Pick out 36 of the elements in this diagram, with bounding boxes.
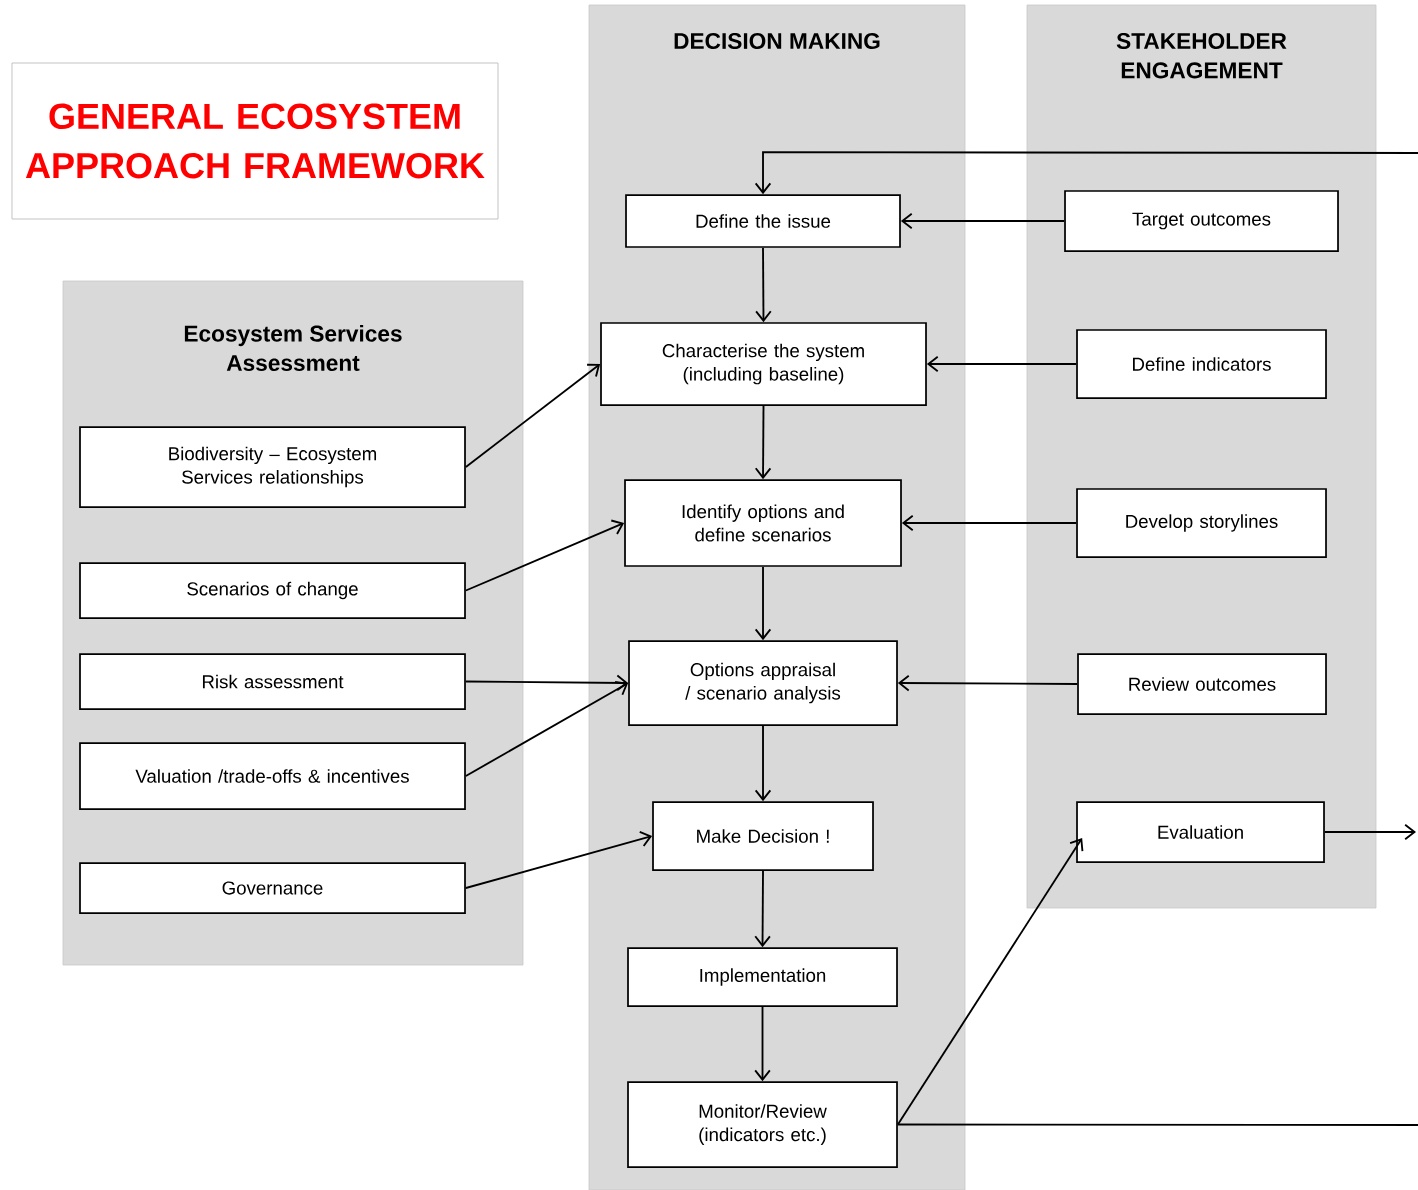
arrow xyxy=(1323,823,1416,841)
process-box: Scenarios of change xyxy=(79,562,466,619)
arrow xyxy=(754,869,771,948)
arrow xyxy=(897,674,1079,692)
process-box: Target outcomes xyxy=(1064,190,1339,252)
process-box: Evaluation xyxy=(1076,801,1325,863)
process-box: Monitor/Review (indicators etc.) xyxy=(627,1081,898,1168)
arrow xyxy=(901,514,1078,532)
process-box: Review outcomes xyxy=(1077,653,1327,715)
title-box: GENERAL ECOSYSTEM APPROACH FRAMEWORK xyxy=(11,62,499,220)
arrow xyxy=(464,830,653,889)
process-box: Identify options and define scenarios xyxy=(624,479,902,567)
arrow xyxy=(900,212,1066,230)
process-box: Options appraisal / scenario analysis xyxy=(628,640,898,726)
process-box: Valuation /trade-offs & incentives xyxy=(79,742,466,810)
arrow xyxy=(896,838,1084,1126)
arrow xyxy=(464,674,629,692)
arrow xyxy=(464,363,601,468)
arrow xyxy=(464,681,629,777)
feedback-arrow xyxy=(754,151,1418,1126)
arrow xyxy=(754,565,772,641)
process-box: Governance xyxy=(79,862,466,914)
process-box: Characterise the system (including baseline) xyxy=(600,322,927,406)
arrow xyxy=(755,246,772,323)
process-box: Define indicators xyxy=(1076,329,1327,399)
arrow xyxy=(464,519,625,592)
process-box: Implementation xyxy=(627,947,898,1007)
arrow xyxy=(754,724,772,802)
arrow xyxy=(754,1005,771,1082)
process-box: Define the issue xyxy=(625,194,901,248)
arrow xyxy=(926,355,1078,373)
arrow xyxy=(754,404,772,480)
process-box: Develop storylines xyxy=(1076,488,1327,558)
process-box: Risk assessment xyxy=(79,653,466,710)
process-box: Make Decision ! xyxy=(652,801,874,871)
process-box: Biodiversity – Ecosystem Services relationships xyxy=(79,426,466,508)
